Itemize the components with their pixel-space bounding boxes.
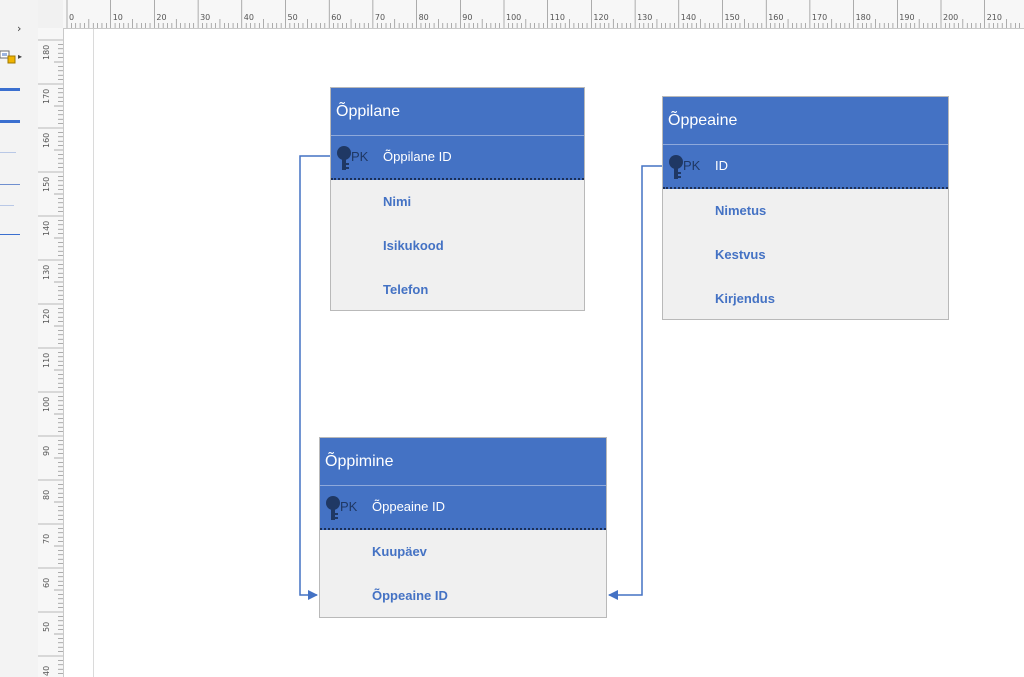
stencil-thumbnail[interactable] <box>0 152 16 153</box>
shapes-stencil-icon[interactable] <box>0 50 16 64</box>
attribute-row[interactable]: Kuupäev <box>320 530 606 574</box>
pk-label: PK <box>340 499 358 514</box>
ruler-label: 110 <box>42 353 51 368</box>
ruler-label: 50 <box>288 13 298 22</box>
stencil-thumbnail[interactable] <box>0 234 20 235</box>
ruler-label: 140 <box>681 13 696 22</box>
attribute-name: Isikukood <box>383 238 444 253</box>
ruler-label: 20 <box>156 13 166 22</box>
attribute-name: Kirjendus <box>715 291 775 306</box>
attribute-row[interactable]: Õppeaine ID <box>320 574 606 618</box>
key-icon <box>669 155 683 179</box>
key-icon <box>337 146 351 170</box>
horizontal-ruler[interactable]: 0 10 20 30 40 50 60 70 80 90 100 110 120 130 140 150 160… <box>63 0 1024 29</box>
stencil-thumbnail[interactable] <box>0 184 20 185</box>
ruler-label: 30 <box>200 13 210 22</box>
ruler-label: 110 <box>550 13 565 22</box>
entity-title[interactable]: Õppilane <box>331 88 584 136</box>
entity-oppimine[interactable]: Õppimine PK Õppeaine ID Kuupäev Õppeaine… <box>319 437 607 618</box>
ruler-label: 150 <box>725 13 740 22</box>
page-margin-line <box>93 29 94 677</box>
pk-field-name: Õppilane ID <box>383 149 452 164</box>
ruler-label: 170 <box>42 89 51 104</box>
vertical-ruler[interactable]: 180 170 160 150 140 130 120 110 100 90 80 70 60 50 40 <box>38 28 64 677</box>
attribute-row[interactable]: Nimi <box>331 180 584 224</box>
ruler-label: 90 <box>42 446 51 456</box>
ruler-label: 130 <box>42 265 51 280</box>
ruler-label: 120 <box>593 13 608 22</box>
ruler-label: 130 <box>637 13 652 22</box>
attribute-row[interactable]: Kestvus <box>663 233 948 277</box>
ruler-label: 60 <box>42 578 51 588</box>
ruler-label: 40 <box>244 13 254 22</box>
primary-key-row[interactable]: PK ID <box>663 145 948 189</box>
ruler-label: 100 <box>42 397 51 412</box>
key-icon <box>326 496 340 520</box>
ruler-label: 140 <box>42 221 51 236</box>
attribute-row[interactable]: Isikukood <box>331 224 584 268</box>
ruler-label: 40 <box>42 666 51 676</box>
attribute-name: Kestvus <box>715 247 766 262</box>
pk-label: PK <box>351 149 369 164</box>
ruler-label: 200 <box>943 13 958 22</box>
ruler-label: 50 <box>42 622 51 632</box>
ruler-label: 70 <box>375 13 385 22</box>
ruler-label: 160 <box>42 133 51 148</box>
entity-title[interactable]: Õppimine <box>320 438 606 486</box>
ruler-label: 90 <box>462 13 472 22</box>
ruler-label: 160 <box>768 13 783 22</box>
attribute-name: Õppeaine ID <box>372 588 448 603</box>
entity-oppeaine[interactable]: Õppeaine PK ID Nimetus Kestvus Kirjendus <box>662 96 949 320</box>
attribute-row[interactable]: Telefon <box>331 268 584 312</box>
attribute-name: Kuupäev <box>372 544 427 559</box>
ruler-label: 60 <box>331 13 341 22</box>
ruler-label: 80 <box>419 13 429 22</box>
entity-oppilane[interactable]: Õppilane PK Õppilane ID Nimi Isikukood T… <box>330 87 585 311</box>
ruler-label: 190 <box>899 13 914 22</box>
stencil-thumbnail[interactable] <box>0 205 14 206</box>
ruler-corner <box>38 0 64 29</box>
ruler-label: 150 <box>42 177 51 192</box>
ruler-label: 170 <box>812 13 827 22</box>
primary-key-row[interactable]: PK Õppilane ID <box>331 136 584 180</box>
attribute-name: Nimi <box>383 194 412 209</box>
ruler-label: 100 <box>506 13 521 22</box>
ruler-label: 0 <box>69 13 74 22</box>
ruler-label: 120 <box>42 309 51 324</box>
attribute-row[interactable]: Nimetus <box>663 189 948 233</box>
primary-key-row[interactable]: PK Õppeaine ID <box>320 486 606 530</box>
pk-label: PK <box>683 158 701 173</box>
attribute-row[interactable]: Kirjendus <box>663 277 948 321</box>
ruler-label: 180 <box>856 13 871 22</box>
ruler-label: 10 <box>113 13 123 22</box>
stencil-thumbnail[interactable] <box>0 88 20 91</box>
attribute-name: Telefon <box>383 282 429 297</box>
pk-field-name: Õppeaine ID <box>372 499 445 514</box>
ruler-label: 70 <box>42 534 51 544</box>
entity-title[interactable]: Õppeaine <box>663 97 948 145</box>
pk-field-name: ID <box>715 158 728 173</box>
ruler-label: 210 <box>987 13 1002 22</box>
ruler-label: 80 <box>42 490 51 500</box>
shapes-panel: › ▸ <box>0 0 39 677</box>
chevron-right-icon[interactable]: › <box>17 22 22 35</box>
attribute-name: Nimetus <box>715 203 767 218</box>
stencil-thumbnail[interactable] <box>0 120 20 123</box>
ruler-label: 180 <box>42 45 51 60</box>
stencil-expand-icon[interactable]: ▸ <box>18 52 23 61</box>
